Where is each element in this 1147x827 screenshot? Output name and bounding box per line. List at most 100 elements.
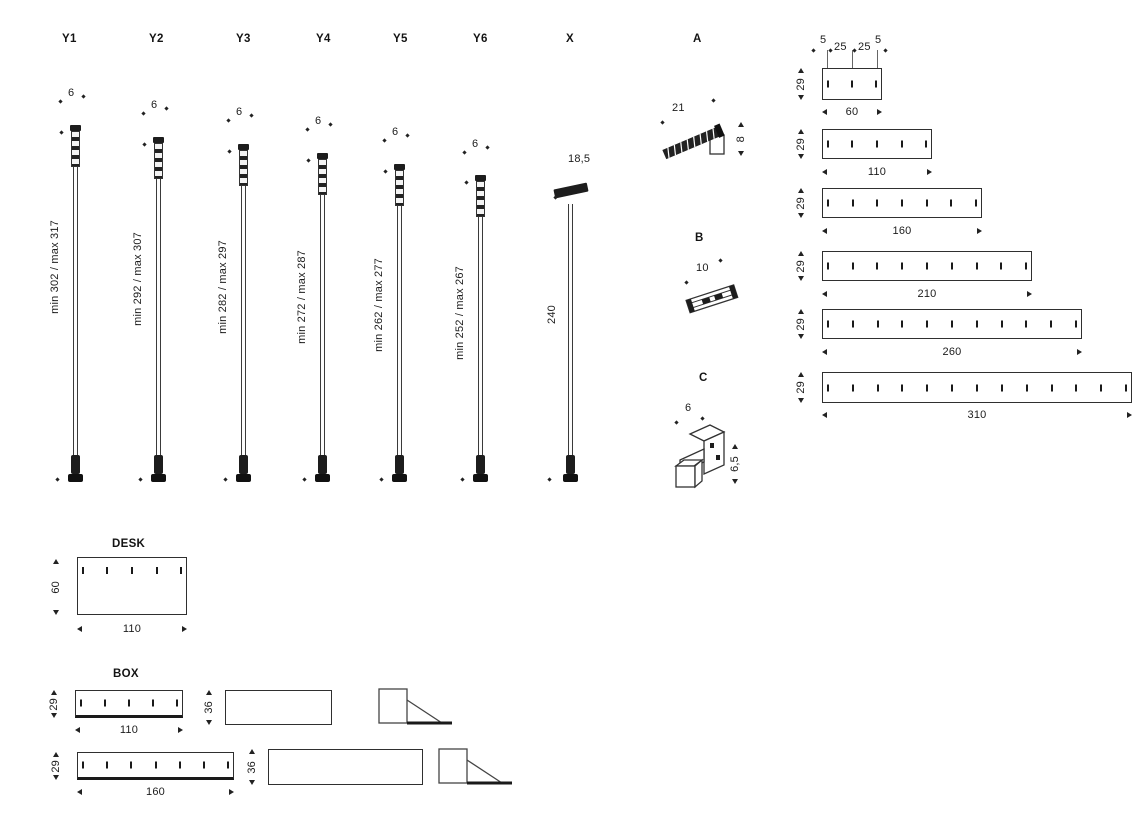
shelf60-topdim-25b: 25: [858, 41, 871, 53]
dim-arrow-down: [738, 150, 744, 156]
pole-cap: [316, 153, 328, 159]
pole-foot: [475, 455, 485, 474]
shelf60-topdim-5r: 5: [875, 34, 882, 46]
shelf-160-width-dim-group: 160: [822, 225, 982, 237]
component-c-width-dim: 6: [685, 402, 692, 414]
dim-arrow-down: [798, 333, 804, 339]
slot-tick: [178, 761, 181, 769]
pole-label-y1: Y1: [62, 33, 77, 45]
slot-tick: [81, 761, 84, 769]
component-label-c: C: [699, 372, 708, 384]
shelf-60-width-dim: 60: [845, 106, 859, 118]
dim-arrow-up: [51, 690, 57, 695]
pole-base: [472, 474, 488, 482]
box1-width-dim: 110: [119, 724, 139, 736]
shelf-110-width-dim-group: 110: [822, 166, 932, 178]
dim-arrow: [164, 106, 169, 111]
shelf-height-dim: 29: [795, 137, 807, 151]
slot-tick: [925, 199, 928, 207]
dim-arrow-up: [738, 122, 744, 127]
slot-tick: [900, 140, 903, 148]
dim-arrow-down: [249, 779, 255, 785]
pole-x-length: 240: [546, 305, 558, 324]
slot-tick: [826, 262, 829, 270]
pole-y3-top-dim: 6: [226, 106, 254, 123]
box2-side-panel: [268, 749, 423, 785]
dim-arrow-down: [798, 153, 804, 159]
slot-tick: [851, 320, 854, 328]
shelf-160: [822, 188, 982, 218]
pole-drawing-y6: [472, 175, 488, 482]
shelf-310-width-dim: 310: [967, 409, 987, 421]
pole-y5-length: min 262 / max 277: [373, 258, 385, 352]
slot-tick: [976, 384, 978, 391]
slot-tick: [901, 320, 904, 328]
dim-arrow-left: [822, 349, 827, 355]
shelf-210-width-dim-group: 210: [822, 288, 1032, 300]
pole-base: [67, 474, 83, 482]
dim-arrow-left: [822, 291, 827, 297]
dim-arrow-up: [798, 372, 804, 377]
dim-arrow: [883, 48, 888, 53]
dim-arrow-down: [798, 397, 804, 403]
dim-arrow: [383, 169, 388, 174]
desk-title: DESK: [112, 538, 146, 550]
shelf-height-dim: 29: [795, 77, 807, 91]
dim-arrow: [305, 127, 310, 132]
component-label-a: A: [693, 33, 702, 45]
dim-arrow-up: [798, 129, 804, 134]
box2-width-dim: 160: [146, 786, 165, 798]
slot-tick: [81, 567, 84, 574]
pole-label-y5: Y5: [393, 33, 408, 45]
slot-tick: [826, 384, 829, 391]
pole-y1-length: min 302 / max 317: [49, 220, 61, 314]
dim-arrow-right: [1126, 412, 1132, 418]
box-title: BOX: [113, 668, 139, 680]
pole-base: [562, 474, 578, 482]
component-c-height-dim-group: 6,5: [729, 444, 741, 484]
dim-arrow: [811, 48, 816, 53]
pole-cap: [69, 125, 81, 131]
dim-arrow-left: [77, 626, 82, 632]
dim-arrow-up: [249, 749, 255, 754]
dim-arrow-right: [177, 727, 183, 733]
dim-arrow-up: [798, 309, 804, 314]
pole-drawing-y3: [235, 144, 251, 482]
shelf-height-dim: 29: [795, 381, 807, 394]
dim-arrow-up: [798, 251, 804, 256]
dim-arrow: [81, 94, 86, 99]
slot-tick: [1025, 384, 1028, 391]
slot-tick: [227, 761, 230, 769]
slot-tick: [79, 699, 82, 707]
pole-base: [314, 474, 330, 482]
component-c-height-dim: 6,5: [729, 456, 741, 472]
component-a-drawing: [658, 103, 750, 169]
slot-tick: [1000, 320, 1003, 328]
dim-arrow-right: [1026, 291, 1032, 297]
slot-tick: [154, 761, 157, 769]
slot-tick: [851, 384, 854, 391]
box1-side-height-dim: 36: [203, 701, 215, 714]
slot-tick: [951, 384, 954, 391]
box2-side-height-dim-group: 36: [246, 749, 258, 785]
slot-tick: [1025, 262, 1028, 270]
slot-tick: [103, 699, 106, 707]
slot-tick: [1000, 384, 1003, 391]
slot-tick: [926, 262, 928, 270]
dim-arrow-up: [53, 752, 59, 757]
dim-arrow-left: [822, 169, 827, 175]
dim-arrow: [711, 98, 716, 103]
shelf-60: [822, 68, 882, 100]
dim-arrow-down: [732, 479, 738, 484]
slot-tick: [176, 699, 179, 707]
dim-arrow: [59, 130, 64, 135]
pole-foot: [70, 455, 80, 474]
desk-width-dim-group: 110: [77, 623, 187, 635]
pole-y3-length: min 282 / max 297: [217, 240, 229, 334]
box1-front-height-dim-group: 29: [48, 690, 60, 718]
dim-arrow-right: [228, 789, 234, 795]
slot-tick: [131, 567, 133, 574]
shelf-height-dim-group: 29: [795, 372, 807, 403]
dim-arrow-left: [822, 412, 827, 418]
